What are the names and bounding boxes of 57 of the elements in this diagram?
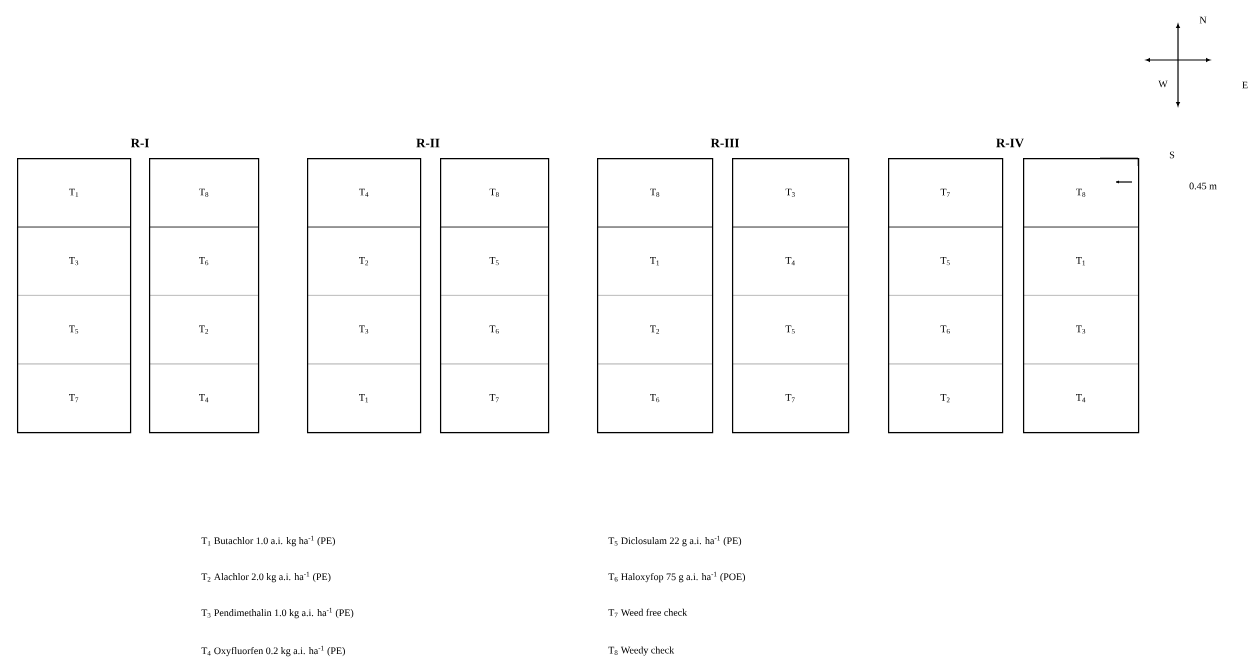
plot-cell: T$_{7}$ — [732, 363, 849, 433]
plot-cell: T$_{8}$ — [597, 158, 713, 228]
legend-text: T$_{2}$ Alachlor 2.0 kg a.i. ha$^{-1}$ (PE) — [201, 571, 331, 583]
plot-column — [307, 158, 422, 434]
plot-cell: T$_{6}$ — [440, 295, 549, 365]
plot-cell: T$_{6}$ — [597, 363, 713, 433]
plot-cell: T$_{1}$ — [307, 363, 421, 433]
plot-cell: T$_{3}$ — [17, 226, 131, 296]
plot-column — [1023, 158, 1140, 434]
plot-cell: T$_{1}$ — [1023, 226, 1139, 296]
plot-cell: T$_{4}$ — [732, 226, 849, 296]
plot-cell: T$_{8}$ — [1023, 158, 1139, 228]
plot-cell: T$_{2}$ — [149, 295, 259, 365]
plot-cell: T$_{3}$ — [1023, 295, 1139, 365]
legend-text: T$_{1}$ Butachlor 1.0 a.i. kg ha$^{-1}$ (PE) — [201, 535, 335, 547]
plot-column — [17, 158, 132, 434]
plot-column — [888, 158, 1004, 434]
plot-cell: T$_{5}$ — [732, 295, 849, 365]
dimension-label: 0.45 m — [1189, 182, 1217, 190]
legend-text: T$_{6}$ Haloxyfop 75 g a.i. ha$^{-1}$ (POE) — [608, 571, 745, 583]
legend-text: T$_{8}$ Weedy check — [608, 646, 675, 656]
direction-letter: W — [1158, 80, 1168, 88]
plot-cell: T$_{8}$ — [149, 158, 259, 228]
plot-cell: T$_{2}$ — [597, 295, 713, 365]
plot-cell: T$_{5}$ — [17, 295, 131, 365]
plot-cell: T$_{3}$ — [307, 295, 421, 365]
legend-text: T$_{5}$ Diclosulam 22 g a.i. ha$^{-1}$ (PE) — [608, 535, 742, 547]
plot-cell: T$_{3}$ — [732, 158, 849, 228]
replication-title: R-II — [416, 138, 440, 148]
plot-cell: T$_{7}$ — [17, 363, 131, 433]
plot-cell: T$_{4}$ — [1023, 363, 1139, 433]
plot-cell: T$_{8}$ — [440, 158, 549, 228]
plot-column — [149, 158, 260, 434]
plot-cell: T$_{6}$ — [149, 226, 259, 296]
replication-title: R-IV — [996, 138, 1024, 148]
direction-letter: N — [1199, 16, 1207, 24]
replication-title: R-I — [130, 138, 149, 148]
direction-letter: S — [1169, 151, 1175, 159]
legend-text: T$_{3}$ Pendimethalin 1.0 kg a.i. ha$^{-1}$ (PE) — [201, 607, 354, 619]
plot-cell: T$_{2}$ — [888, 363, 1003, 433]
direction-letter: E — [1242, 81, 1248, 89]
plot-column — [440, 158, 550, 434]
plot-cell: T$_{1}$ — [597, 226, 713, 296]
plot-cell: T$_{5}$ — [888, 226, 1003, 296]
plot-cell: T$_{4}$ — [307, 158, 421, 228]
plot-cell: T$_{1}$ — [17, 158, 131, 228]
plot-cell: T$_{2}$ — [307, 226, 421, 296]
legend-text: T$_{4}$ Oxyfluorfen 0.2 kg a.i. ha$^{-1}$ (PE) — [201, 645, 345, 657]
plot-cell: T$_{7}$ — [888, 158, 1003, 228]
legend-text: T$_{7}$ Weed free check — [608, 608, 688, 618]
plot-cell: T$_{4}$ — [149, 363, 259, 433]
plot-cell: T$_{6}$ — [888, 295, 1003, 365]
plot-cell: T$_{7}$ — [440, 363, 549, 433]
plot-cell: T$_{5}$ — [440, 226, 549, 296]
replication-title: R-III — [710, 138, 739, 148]
plot-column — [732, 158, 850, 434]
plot-column — [597, 158, 714, 434]
